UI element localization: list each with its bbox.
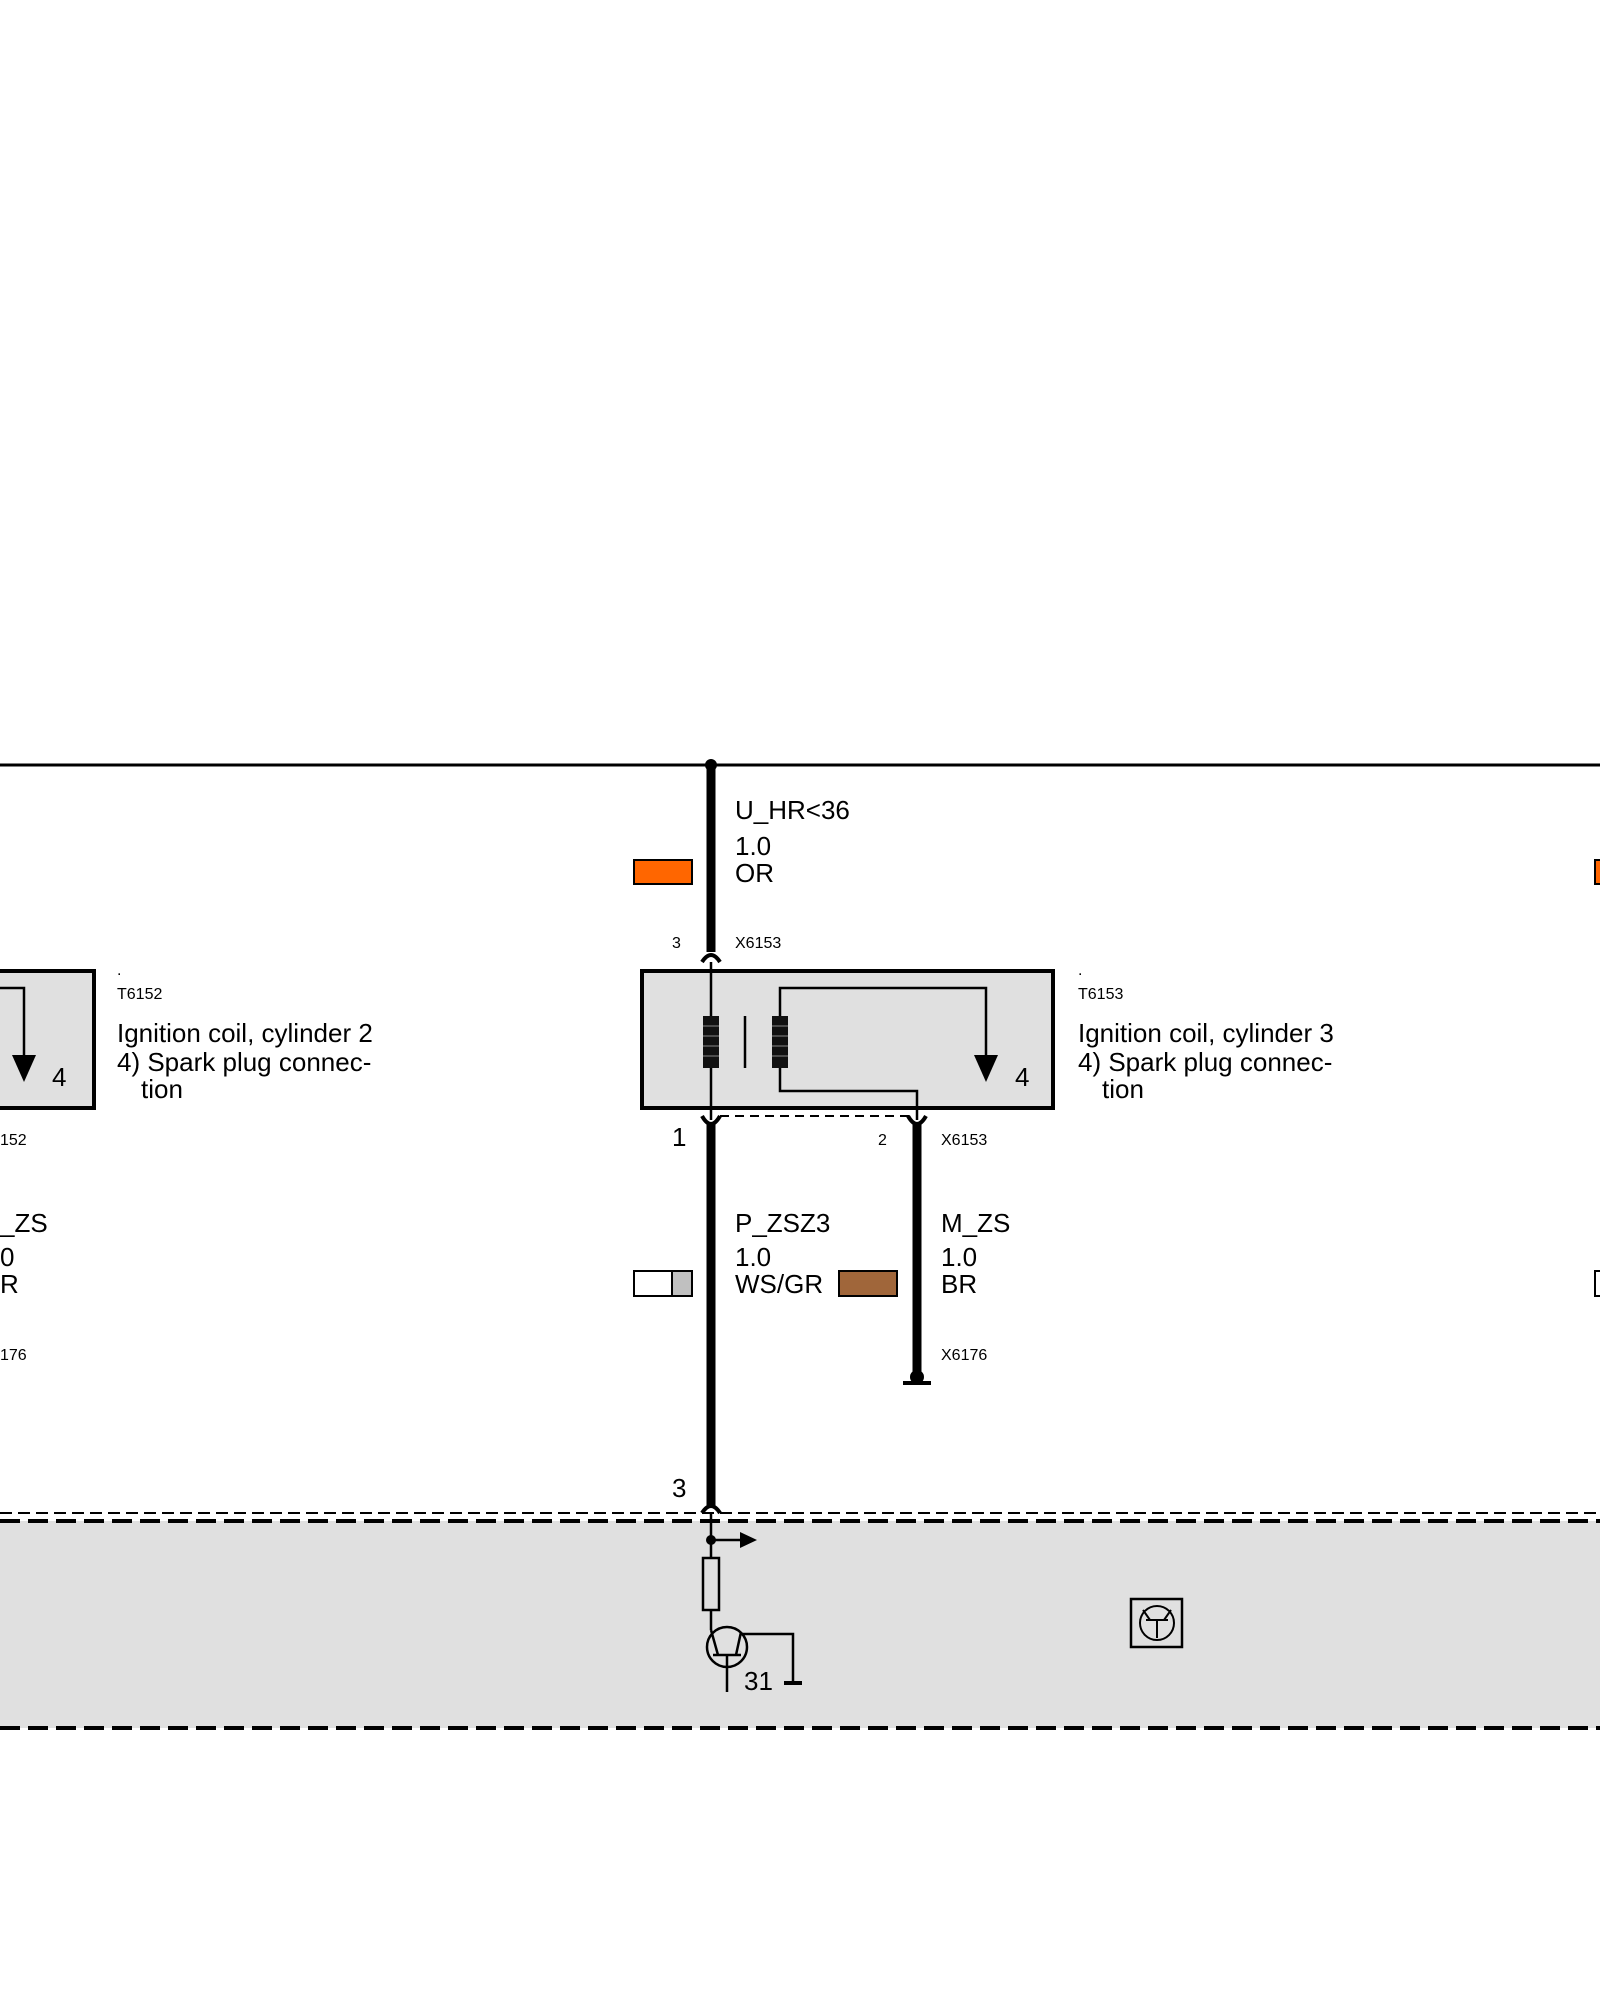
ignition-coil-cyl2-note-2: tion [141, 1074, 183, 1104]
module-transistor-emitter [734, 1631, 743, 1656]
signal-wire-color-label: WS/GR [735, 1269, 823, 1299]
ignition-coil-cyl2-arrow-head [12, 1055, 36, 1082]
supply-signal-label: U_HR<36 [735, 795, 850, 825]
ignition-coil-cyl3-ground-line [778, 1068, 919, 1120]
signal-wire-gauge-label: 1.0 [735, 1242, 771, 1272]
module-resistor [701, 1556, 721, 1612]
ground-wire-end-dot [910, 1370, 924, 1384]
bottom-connector-pin-2: 2 [878, 1132, 887, 1149]
supply-color-label: OR [735, 858, 774, 888]
ignition-coil-cyl3-dot: . [1078, 962, 1082, 979]
ignition-coil-cyl3-primary-winding [703, 1016, 719, 1068]
top-connector-hook [700, 953, 722, 964]
ignition-coil-cyl2-note-1: 4) Spark plug connec- [117, 1047, 371, 1077]
module-ground-terminal: 31 [744, 1666, 773, 1696]
winding-hatches [703, 1025, 788, 1057]
module-ground-line [741, 1632, 795, 1681]
module-connector-pin: 3 [672, 1473, 686, 1503]
ignition-coil-cyl2-box [0, 969, 96, 1110]
right-partial-supply-swatch [1594, 859, 1600, 885]
ground-wire-color-label: BR [941, 1269, 977, 1299]
ignition-coil-cyl2-id: T6152 [117, 986, 162, 1003]
transistor-icon-c [1142, 1609, 1151, 1621]
ignition-coil-cyl3-note-2: tion [1102, 1074, 1144, 1104]
module-signal-arrow-head [740, 1532, 757, 1548]
ignition-coil-cyl2-pin: 4 [52, 1062, 66, 1092]
bottom-connector-pin-1: 1 [672, 1122, 686, 1152]
ignition-coil-cyl2-name: Ignition coil, cylinder 2 [117, 1018, 373, 1048]
transistor-icon-e [1163, 1609, 1172, 1621]
supply-color-swatch [633, 859, 693, 885]
ignition-coil-cyl2-arrow-line [0, 986, 26, 1055]
left-wire-signal-partial: _ZS [0, 1208, 48, 1238]
ignition-coil-cyl3-pin: 4 [1015, 1062, 1029, 1092]
left-connector-id-partial: 152 [0, 1132, 27, 1149]
ignition-coil-cyl3-note-1: 4) Spark plug connec- [1078, 1047, 1332, 1077]
top-connector-pin: 3 [672, 935, 681, 952]
left-wire-gauge-partial: 0 [0, 1242, 14, 1272]
ignition-coil-cyl3-arrow-head [974, 1055, 998, 1082]
ground-wire-gauge-label: 1.0 [941, 1242, 977, 1272]
ground-wire-signal-label: M_ZS [941, 1208, 1010, 1238]
ground-color-swatch [838, 1270, 898, 1297]
supply-gauge-label: 1.0 [735, 831, 771, 861]
bottom-connector-id: X6153 [941, 1132, 987, 1149]
ignition-coil-cyl3-name: Ignition coil, cylinder 3 [1078, 1018, 1334, 1048]
right-partial-signal-swatch [1594, 1270, 1600, 1297]
module-transistor-collector [709, 1629, 720, 1656]
control-module-body [0, 1521, 1600, 1728]
transistor-icon [1139, 1605, 1175, 1641]
signal-color-swatch-white [633, 1270, 673, 1297]
top-connector-id: X6153 [735, 935, 781, 952]
signal-wire-signal-label: P_ZSZ3 [735, 1208, 830, 1238]
ignition-coil-cyl3-id: T6153 [1078, 986, 1123, 1003]
ground-connector-id: X6176 [941, 1347, 987, 1364]
left-ground-connector-partial: 176 [0, 1347, 27, 1364]
module-connector-hook [700, 1504, 722, 1515]
left-wire-color-partial: R [0, 1269, 19, 1299]
ignition-coil-cyl2-dot: . [117, 962, 121, 979]
ignition-coil-cyl3-secondary-winding [772, 1016, 788, 1068]
signal-color-swatch-grey [671, 1270, 693, 1297]
ignition-coil-cyl3-secondary-line [778, 986, 988, 1055]
